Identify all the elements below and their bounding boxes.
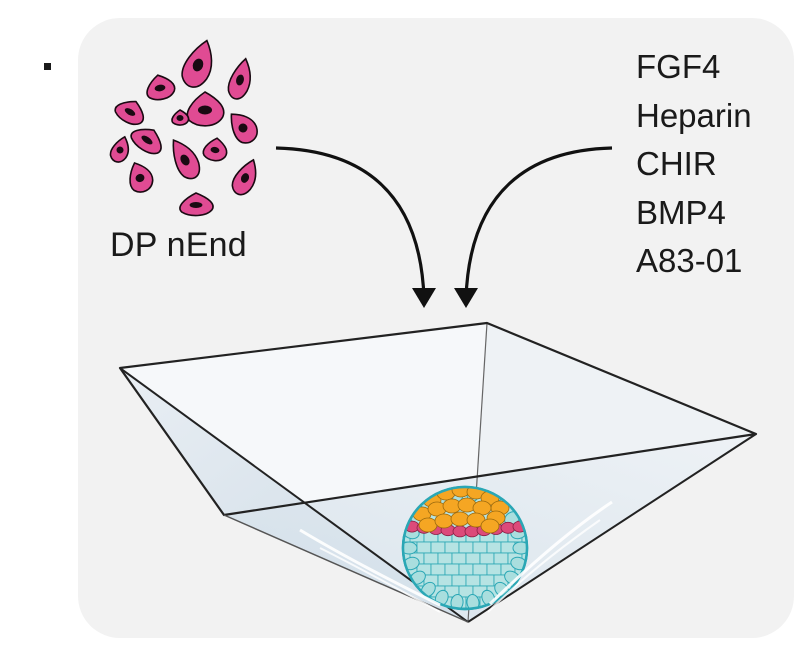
cell-icon bbox=[202, 137, 228, 162]
factors-arrow bbox=[461, 146, 613, 303]
factor-item: A83-01 bbox=[636, 242, 743, 279]
mesenchymal-cells-icon bbox=[109, 39, 258, 217]
cell-icon bbox=[172, 138, 201, 180]
cell-icon bbox=[186, 91, 225, 127]
cell-icon bbox=[109, 135, 130, 163]
arrows bbox=[275, 146, 613, 308]
cell-icon bbox=[114, 100, 145, 125]
cell-icon bbox=[171, 109, 190, 126]
cell-icon bbox=[227, 57, 251, 100]
cell-icon bbox=[146, 74, 176, 101]
factor-item: BMP4 bbox=[636, 193, 726, 231]
factor-item: CHIR bbox=[636, 145, 717, 182]
cell-icon bbox=[231, 158, 257, 196]
cell-icon bbox=[181, 39, 213, 88]
factor-item: FGF4 bbox=[636, 48, 721, 85]
factor-item: Heparin bbox=[636, 96, 752, 134]
growth-factor-list: FGF4 Heparin CHIR BMP4 A83-01 bbox=[636, 43, 752, 286]
cell-arrow bbox=[275, 146, 429, 303]
cell-icon bbox=[179, 192, 214, 217]
cell-icon bbox=[130, 128, 162, 155]
cell-icon bbox=[129, 161, 154, 193]
bullet-marker bbox=[44, 63, 51, 70]
well-highlights bbox=[299, 500, 613, 613]
cell-icon bbox=[230, 113, 258, 144]
cell-population-label: DP nEnd bbox=[110, 226, 247, 264]
